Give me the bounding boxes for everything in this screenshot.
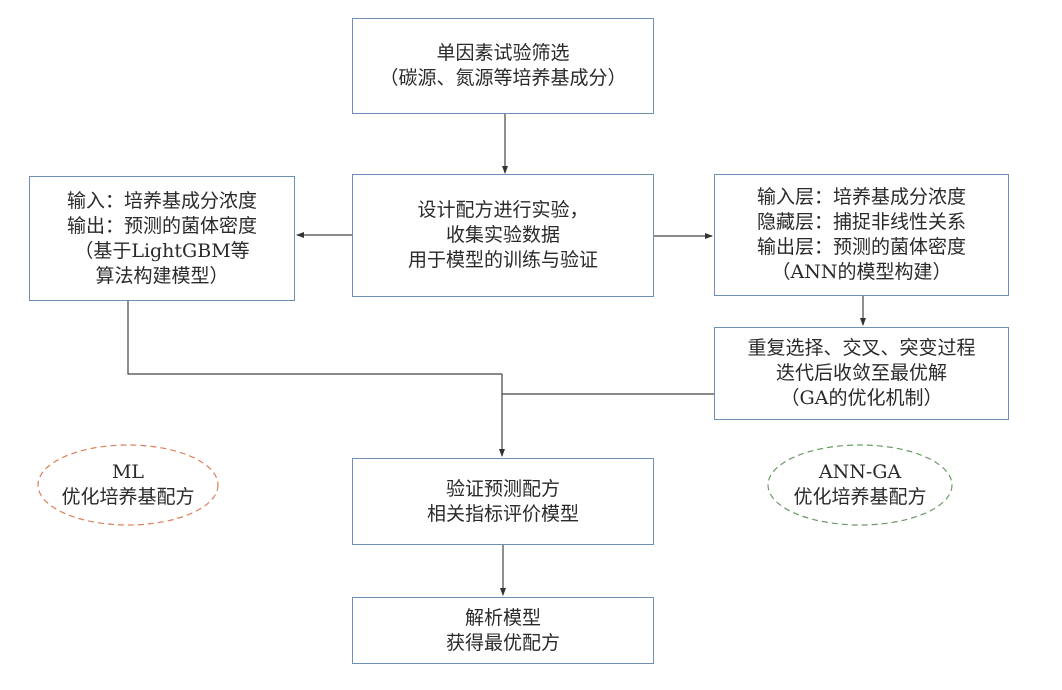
ga-optimization-box: 重复选择、交叉、突变过程 迭代后收敛至最优解 （GA的优化机制） xyxy=(714,327,1009,420)
screening-line-2: （碳源、氮源等培养基成分） xyxy=(379,67,627,89)
experiment-line-1: 设计配方进行实验， xyxy=(417,199,589,221)
ml-model-line-4: 算法构建模型） xyxy=(95,264,229,287)
result-line-2: 获得最优配方 xyxy=(445,631,560,654)
ml-model-box: 输入：培养基成分浓度 输出：预测的菌体密度 （基于LightGBM等 算法构建模… xyxy=(29,176,295,301)
ann-model-line-3: 输出层：预测的菌体密度 xyxy=(756,236,966,258)
validation-line-2: 相关指标评价模型 xyxy=(426,502,579,525)
ann-model-line-2: 隐藏层：捕捉非线性关系 xyxy=(756,211,966,233)
validation-box: 验证预测配方 相关指标评价模型 xyxy=(352,458,654,545)
experiment-box: 设计配方进行实验， 收集实验数据 用于模型的训练与验证 xyxy=(352,174,654,297)
result-line-1: 解析模型 xyxy=(464,606,541,629)
ann-ga-label-title: ANN-GA xyxy=(818,461,902,483)
screening-line-1: 单因素试验筛选 xyxy=(436,42,570,64)
result-box: 解析模型 获得最优配方 xyxy=(352,597,654,664)
ann-ga-ellipse-outline xyxy=(767,444,953,526)
ann-ga-label-subtitle: 优化培养基配方 xyxy=(793,486,927,508)
ga-line-2: 迭代后收敛至最优解 xyxy=(775,362,947,384)
ml-ellipse-outline xyxy=(37,444,219,526)
edge-ml-model-validation xyxy=(127,301,502,375)
ann-model-line-1: 输入层：培养基成分浓度 xyxy=(756,186,966,208)
experiment-line-2: 收集实验数据 xyxy=(445,224,560,246)
ml-label: ML 优化培养基配方 xyxy=(38,445,218,525)
ga-line-3: （GA的优化机制） xyxy=(780,387,943,409)
ann-model-box: 输入层：培养基成分浓度 隐藏层：捕捉非线性关系 输出层：预测的菌体密度 （ANN… xyxy=(714,174,1009,296)
validation-line-1: 验证预测配方 xyxy=(445,477,560,500)
experiment-line-3: 用于模型的训练与验证 xyxy=(407,249,598,271)
ml-label-title: ML xyxy=(111,461,145,483)
ga-line-1: 重复选择、交叉、突变过程 xyxy=(747,337,976,359)
ml-model-line-1: 输入：培养基成分浓度 xyxy=(66,189,257,212)
ml-model-line-3: （基于LightGBM等 xyxy=(74,239,250,262)
ml-label-subtitle: 优化培养基配方 xyxy=(61,486,195,508)
ml-model-line-2: 输出：预测的菌体密度 xyxy=(66,214,257,237)
ann-ga-label: ANN-GA 优化培养基配方 xyxy=(768,445,952,525)
screening-box: 单因素试验筛选 （碳源、氮源等培养基成分） xyxy=(352,18,654,114)
ann-model-line-4: （ANN的模型构建） xyxy=(771,261,952,283)
